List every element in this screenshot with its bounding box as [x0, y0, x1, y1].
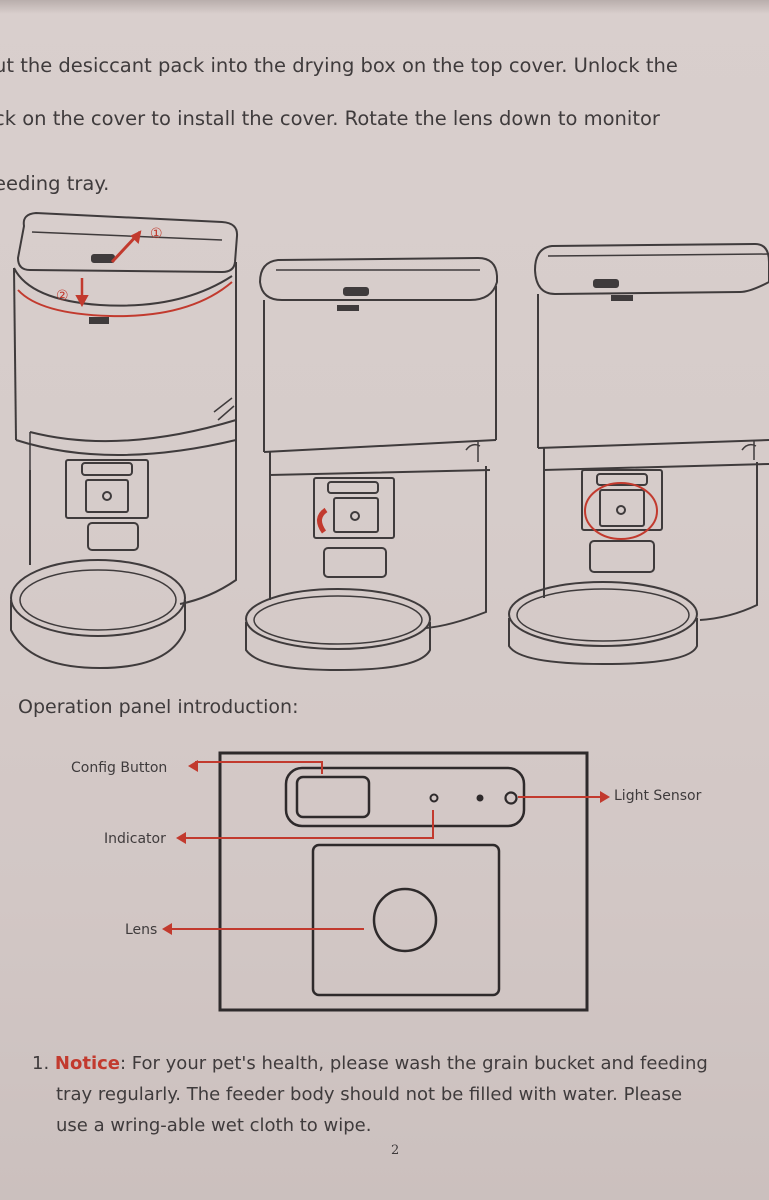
- page-number: 2: [391, 1143, 400, 1158]
- feeder-installation-illustration: ① ②: [10, 211, 769, 672]
- instruction-line-2: ck on the cover to install the cover. Ro…: [0, 107, 660, 130]
- light-sensor-label: Light Sensor: [614, 788, 702, 804]
- step-1-marker: ①: [150, 226, 163, 242]
- notice-text-1: : For your pet's health, please wash the…: [120, 1053, 708, 1074]
- indicator-label: Indicator: [104, 831, 166, 847]
- operation-panel-heading: Operation panel introduction:: [18, 696, 299, 718]
- notice-line-2: tray regularly. The feeder body should n…: [56, 1084, 683, 1105]
- instruction-line-3: eeding tray.: [0, 172, 110, 195]
- feeder-2: [245, 256, 498, 672]
- notice-line-3: use a wring-able wet cloth to wipe.: [56, 1115, 372, 1136]
- feeder-1: [10, 211, 239, 670]
- lens-label: Lens: [125, 922, 158, 938]
- notice-keyword: Notice: [54, 1053, 121, 1074]
- page-top-edge: [0, 0, 769, 14]
- step-2-marker: ②: [56, 288, 69, 304]
- notice-paragraph: 1. Notice: For your pet's health, please…: [32, 1048, 769, 1141]
- notice-line-1: 1. Notice: For your pet's health, please…: [32, 1048, 769, 1079]
- instruction-line-1: ut the desiccant pack into the drying bo…: [0, 54, 678, 77]
- config-button-label: Config Button: [71, 760, 168, 776]
- notice-number: 1.: [32, 1053, 50, 1074]
- operation-panel-diagram: [162, 751, 610, 1012]
- feeder-3: [508, 242, 769, 666]
